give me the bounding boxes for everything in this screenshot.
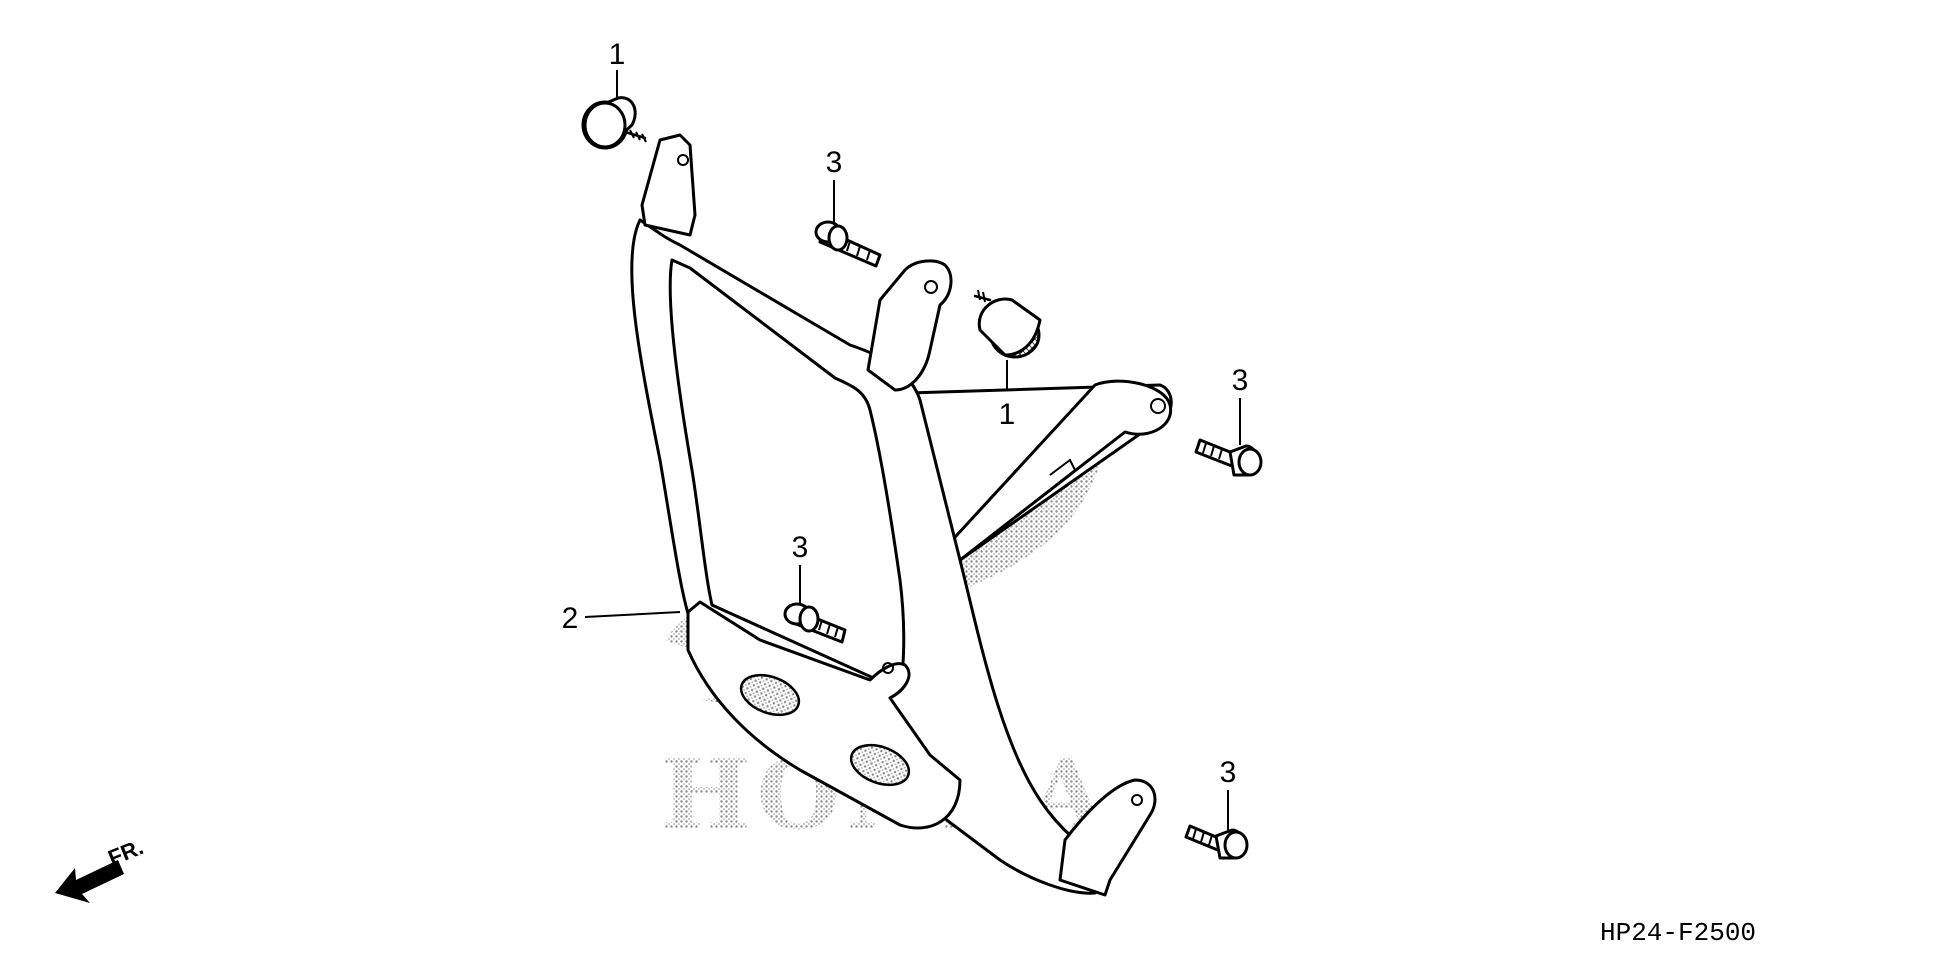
callout-bolt-right-upper: 3 bbox=[1232, 364, 1249, 397]
callout-cushion-middle: 1 bbox=[999, 398, 1016, 431]
front-direction-indicator: FR. bbox=[55, 834, 147, 903]
bolt-middle bbox=[783, 602, 847, 644]
callout-bolt-upper: 3 bbox=[826, 146, 843, 179]
callout-bolt-lower-right: 3 bbox=[1220, 756, 1237, 789]
callout-bolt-middle: 3 bbox=[792, 531, 809, 564]
front-direction-arrow-icon bbox=[55, 860, 124, 903]
callout-front-guard: 2 bbox=[562, 602, 579, 635]
front-guard-frame bbox=[630, 133, 1157, 897]
bolt-upper bbox=[814, 220, 882, 268]
front-direction-label: FR. bbox=[105, 834, 147, 870]
cushion-middle bbox=[973, 289, 1042, 359]
bolt-right-upper bbox=[1194, 438, 1263, 477]
cushion-upper bbox=[581, 96, 647, 150]
leader-lines bbox=[584, 70, 1241, 830]
drawing-code: HP24-F2500 bbox=[1600, 918, 1756, 948]
callout-cushion-upper: 1 bbox=[609, 38, 626, 71]
bolt-lower-right bbox=[1184, 824, 1249, 860]
callouts: 1 3 1 3 3 2 3 bbox=[562, 38, 1249, 789]
